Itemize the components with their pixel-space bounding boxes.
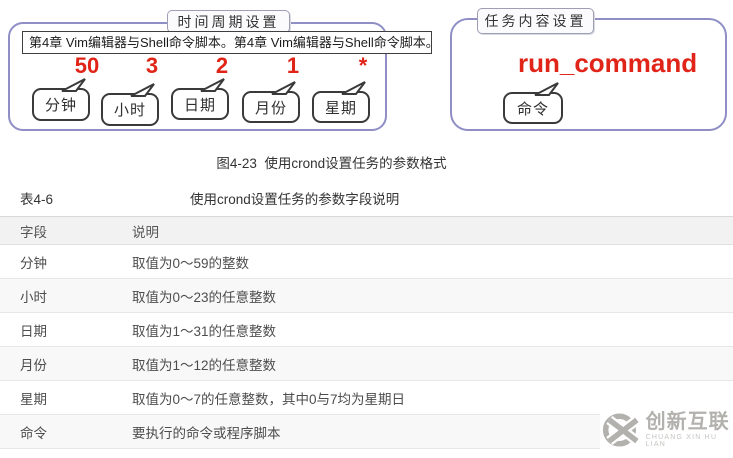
col-header-field: 字段 [0, 216, 112, 245]
cell-desc: 取值为0～7的任意整数，其中0与7均为星期日 [112, 380, 733, 415]
table-row: 分钟 取值为0～59的整数 [0, 244, 733, 279]
params-table: 字段 说明 分钟 取值为0～59的整数 小时 取值为0～23的任意整数 日期 取… [0, 216, 733, 449]
cron-field-bubble-day: 日期 [171, 78, 229, 120]
table-row: 星期 取值为0～7的任意整数，其中0与7均为星期日 [0, 380, 733, 415]
cell-field: 日期 [0, 312, 112, 347]
bubble-label: 小时 [113, 102, 146, 119]
bubble-label: 星期 [324, 99, 357, 117]
cell-field: 星期 [0, 380, 112, 415]
watermark-text: 创新互联 CHUANG XIN HU LIAN [646, 411, 733, 448]
cell-desc: 取值为0～23的任意整数 [112, 278, 733, 313]
bubble-tail-icon [200, 78, 225, 92]
watermark-logo-icon [602, 412, 640, 447]
watermark: 创新互联 CHUANG XIN HU LIAN [600, 401, 733, 458]
task-content-panel-title: 任务内容设置 [477, 8, 594, 34]
bubble-tail-icon [271, 81, 296, 95]
cell-field: 月份 [0, 346, 112, 381]
watermark-subtitle: CHUANG XIN HU LIAN [645, 434, 718, 448]
bubble-tail-icon [61, 78, 86, 92]
cron-field-bubble-week: 星期 [312, 81, 370, 123]
bubble-label: 月份 [254, 99, 287, 117]
tooltip: 第4章 Vim编辑器与Shell命令脚本。第4章 Vim编辑器与Shell命令脚… [22, 31, 432, 54]
col-header-desc: 说明 [112, 216, 733, 245]
cell-field: 分钟 [0, 244, 112, 279]
table-label: 表4-6 [20, 192, 54, 207]
cron-field-bubble-command: 命令 [503, 82, 563, 124]
table-row: 日期 取值为1～31的任意整数 [0, 312, 733, 347]
bubble-tail-icon [534, 82, 559, 96]
cron-field-bubble-hour: 小时 [101, 83, 159, 126]
run-command-value: run_command [518, 48, 698, 78]
cell-field: 小时 [0, 278, 112, 313]
bubble-tail-icon [341, 81, 366, 95]
bubble-label: 分钟 [44, 97, 77, 114]
cron-field-bubble-month: 月份 [242, 81, 300, 123]
cron-week-value: * [358, 53, 368, 78]
bubble-tail-icon [130, 83, 155, 97]
table-row: 月份 取值为1～12的任意整数 [0, 346, 733, 381]
cron-day-value: 2 [215, 53, 229, 78]
cell-desc: 取值为1～31的任意整数 [112, 312, 733, 347]
watermark-name: 创新互联 [645, 411, 730, 433]
cron-field-bubble-minute: 分钟 [32, 78, 90, 121]
cron-minute-value: 50 [74, 53, 100, 78]
cell-desc: 取值为1～12的任意整数 [112, 346, 733, 381]
table-header-row: 字段 说明 [0, 216, 733, 245]
cron-hour-value: 3 [145, 53, 159, 78]
bubble-label: 日期 [183, 96, 216, 114]
table-title: 使用crond设置任务的参数字段说明 [190, 192, 400, 207]
cell-field: 命令 [0, 414, 112, 449]
figure-caption: 图4-23 使用crond设置任务的参数格式 [216, 156, 447, 171]
task-content-panel [450, 18, 727, 131]
time-period-panel-title: 时间周期设置 [167, 10, 290, 33]
cell-desc: 取值为0～59的整数 [112, 244, 733, 279]
bubble-label: 命令 [516, 100, 549, 118]
table-row: 小时 取值为0～23的任意整数 [0, 278, 733, 313]
cron-month-value: 1 [286, 53, 300, 78]
